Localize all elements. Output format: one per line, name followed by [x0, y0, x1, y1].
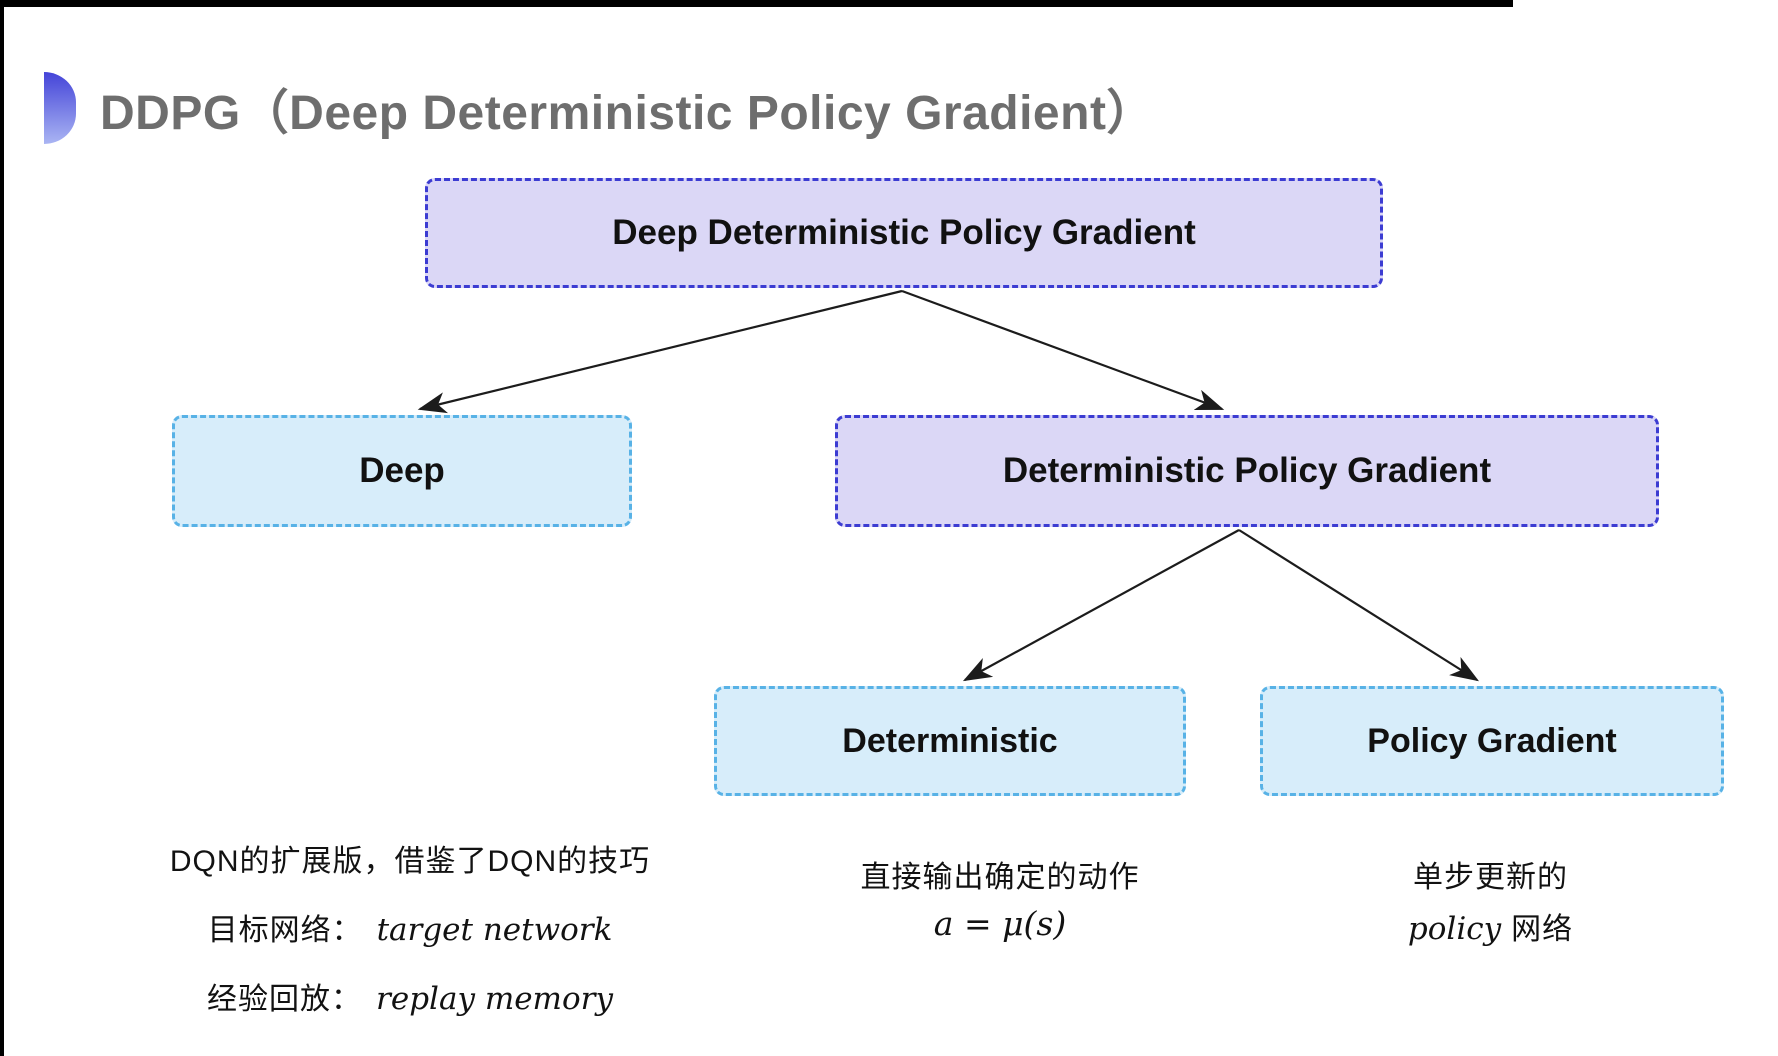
- note-deep-target-row: 目标网络： target network: [110, 905, 710, 949]
- node-root: Deep Deterministic Policy Gradient: [425, 178, 1383, 288]
- node-root-label: Deep Deterministic Policy Gradient: [612, 213, 1196, 252]
- note-deep-line1: DQN的扩展版，借鉴了DQN的技巧: [169, 845, 651, 878]
- node-deterministic-label: Deterministic: [842, 721, 1058, 760]
- node-deep-label: Deep: [359, 451, 445, 490]
- note-deep-replay-label: 经验回放：: [207, 983, 363, 1016]
- top-edge-artifact: [0, 0, 1513, 7]
- note-policy-gradient-line2: policy 网络: [1268, 904, 1713, 948]
- note-deterministic-formula: a = μ(s): [933, 904, 1067, 943]
- note-deep-target-value: target network: [376, 912, 613, 948]
- node-policy-gradient-label: Policy Gradient: [1367, 721, 1617, 760]
- arrow-root-to-dpg: [901, 289, 1225, 411]
- left-edge-artifact: [0, 0, 4, 1056]
- node-deep: Deep: [172, 415, 632, 527]
- note-policy-gradient: 单步更新的 policy 网络: [1268, 852, 1713, 948]
- arrow-root-to-deep: [417, 289, 903, 414]
- note-deep: DQN的扩展版，借鉴了DQN的技巧 目标网络： target network 经验…: [110, 836, 710, 1018]
- title-accent-icon: [44, 72, 76, 144]
- note-deep-target-label: 目标网络：: [207, 914, 363, 947]
- note-policy-gradient-line1: 单步更新的: [1413, 861, 1568, 894]
- arrow-dpg-to-policy-gradient: [1238, 529, 1480, 682]
- title-row: DDPG（Deep Deterministic Policy Gradient）: [44, 72, 1155, 144]
- note-deterministic-line1: 直接输出确定的动作: [860, 861, 1140, 894]
- note-deep-replay-value: replay memory: [376, 981, 613, 1017]
- arrow-dpg-to-deterministic: [962, 529, 1240, 682]
- note-policy-gradient-italic: policy: [1407, 911, 1502, 947]
- note-deep-replay-row: 经验回放： replay memory: [110, 974, 710, 1018]
- node-deterministic-policy-gradient: Deterministic Policy Gradient: [835, 415, 1659, 527]
- page-title: DDPG（Deep Deterministic Policy Gradient）: [100, 87, 1155, 140]
- node-policy-gradient: Policy Gradient: [1260, 686, 1724, 796]
- node-deterministic: Deterministic: [714, 686, 1186, 796]
- note-policy-gradient-rest: 网络: [1511, 913, 1574, 946]
- node-dpg-label: Deterministic Policy Gradient: [1002, 451, 1492, 490]
- note-deterministic: 直接输出确定的动作 a = μ(s): [770, 852, 1230, 943]
